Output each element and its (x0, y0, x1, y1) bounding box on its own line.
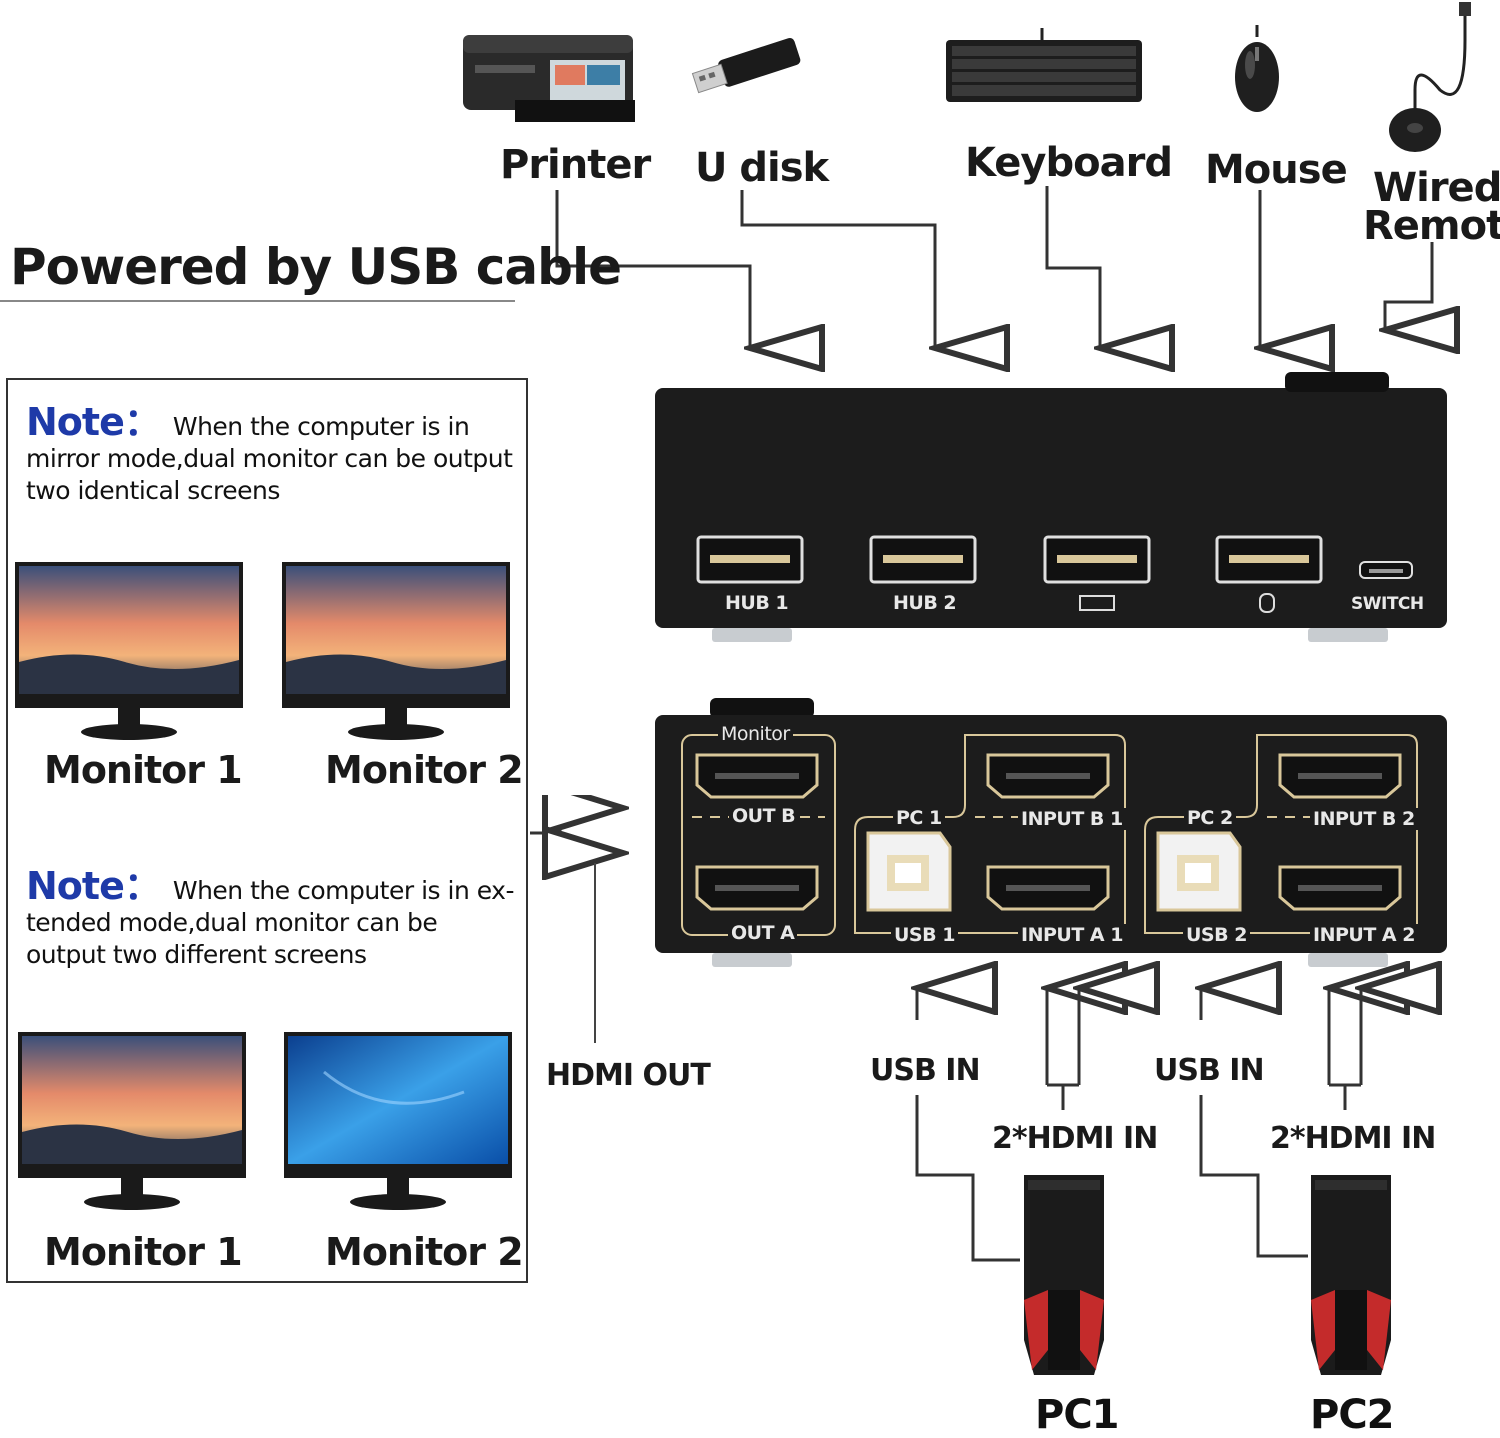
note-extended-text: When the computer is in ex- tended mode,… (26, 876, 515, 969)
hdmi-out-connector (530, 795, 665, 1043)
keyboard-label: Keyboard (965, 140, 1173, 186)
udisk-label: U disk (695, 145, 829, 191)
wired-remote-label-1: Wired (1373, 165, 1500, 211)
hub2-port-label: HUB 2 (893, 592, 957, 614)
front-panel-ports (681, 734, 1418, 936)
note-mirror-tag: Note： (26, 400, 162, 444)
note-extended-tag: Note： (26, 864, 162, 908)
switch-port-label: SWITCH (1351, 594, 1424, 614)
pc1-section-label: PC 1 (893, 807, 945, 829)
input-a2-label: INPUT A 2 (1310, 924, 1418, 946)
pc1-label: PC1 (1035, 1392, 1120, 1438)
back-panel-ports (696, 535, 1413, 613)
usb-in-label-pc1: USB IN (870, 1053, 981, 1088)
out-b-label: OUT B (729, 805, 799, 827)
peripheral-connector-lines (555, 186, 1500, 400)
page-title: Powered by USB cable (10, 238, 622, 296)
input-b1-label: INPUT B 1 (1018, 808, 1126, 830)
note-mirror-text: When the computer is in mirror mode,dual… (26, 412, 513, 505)
out-a-label: OUT A (728, 922, 798, 944)
usb-in-label-pc2: USB IN (1154, 1053, 1265, 1088)
monitor-1-mirror-label: Monitor 1 (44, 748, 243, 792)
pc2-tower-icon (1311, 1175, 1391, 1375)
printer-label: Printer (500, 142, 651, 188)
wired-remote-label-2: Remote (1363, 203, 1500, 249)
back-foot-right (1308, 628, 1388, 642)
usb2-label: USB 2 (1183, 924, 1250, 946)
monitor-section-label: Monitor (718, 723, 793, 745)
monitor-2-extended-image (284, 1032, 512, 1210)
pc2-section-label: PC 2 (1184, 807, 1236, 829)
note-mirror: Note：When the computer is in mirror mode… (26, 403, 516, 507)
monitor-1-extended-image (18, 1032, 246, 1210)
pc-connector-lines (0, 960, 1500, 1262)
pc1-tower-icon (1024, 1175, 1104, 1375)
input-b2-label: INPUT B 2 (1310, 808, 1418, 830)
monitor-2-extended-label: Monitor 2 (325, 1230, 524, 1274)
hdmi-in-label-pc1: 2*HDMI IN (992, 1121, 1158, 1156)
usb1-label: USB 1 (891, 924, 958, 946)
note-extended: Note：When the computer is in ex- tended … (26, 867, 516, 971)
input-a1-label: INPUT A 1 (1018, 924, 1126, 946)
pc2-label: PC2 (1310, 1392, 1395, 1438)
printer-icon (463, 35, 635, 122)
hdmi-out-label: HDMI OUT (546, 1058, 711, 1093)
mouse-label: Mouse (1205, 147, 1348, 193)
keyboard-icon (946, 28, 1142, 102)
monitor-1-mirror-image (15, 562, 243, 740)
front-foot-left (712, 953, 792, 967)
monitor-2-mirror-image (282, 562, 510, 740)
hdmi-in-label-pc2: 2*HDMI IN (1270, 1121, 1436, 1156)
wired-remote-icon (1389, 2, 1471, 152)
usb-drive-icon (691, 37, 801, 94)
hub1-port-label: HUB 1 (725, 592, 789, 614)
back-foot-left (712, 628, 792, 642)
front-knob (710, 698, 814, 718)
mouse-icon (1235, 25, 1279, 112)
monitor-2-mirror-label: Monitor 2 (325, 748, 524, 792)
title-underline (0, 300, 515, 302)
switch-knob (1285, 372, 1389, 392)
kvm-back-panel (655, 388, 1447, 628)
monitor-1-extended-label: Monitor 1 (44, 1230, 243, 1274)
